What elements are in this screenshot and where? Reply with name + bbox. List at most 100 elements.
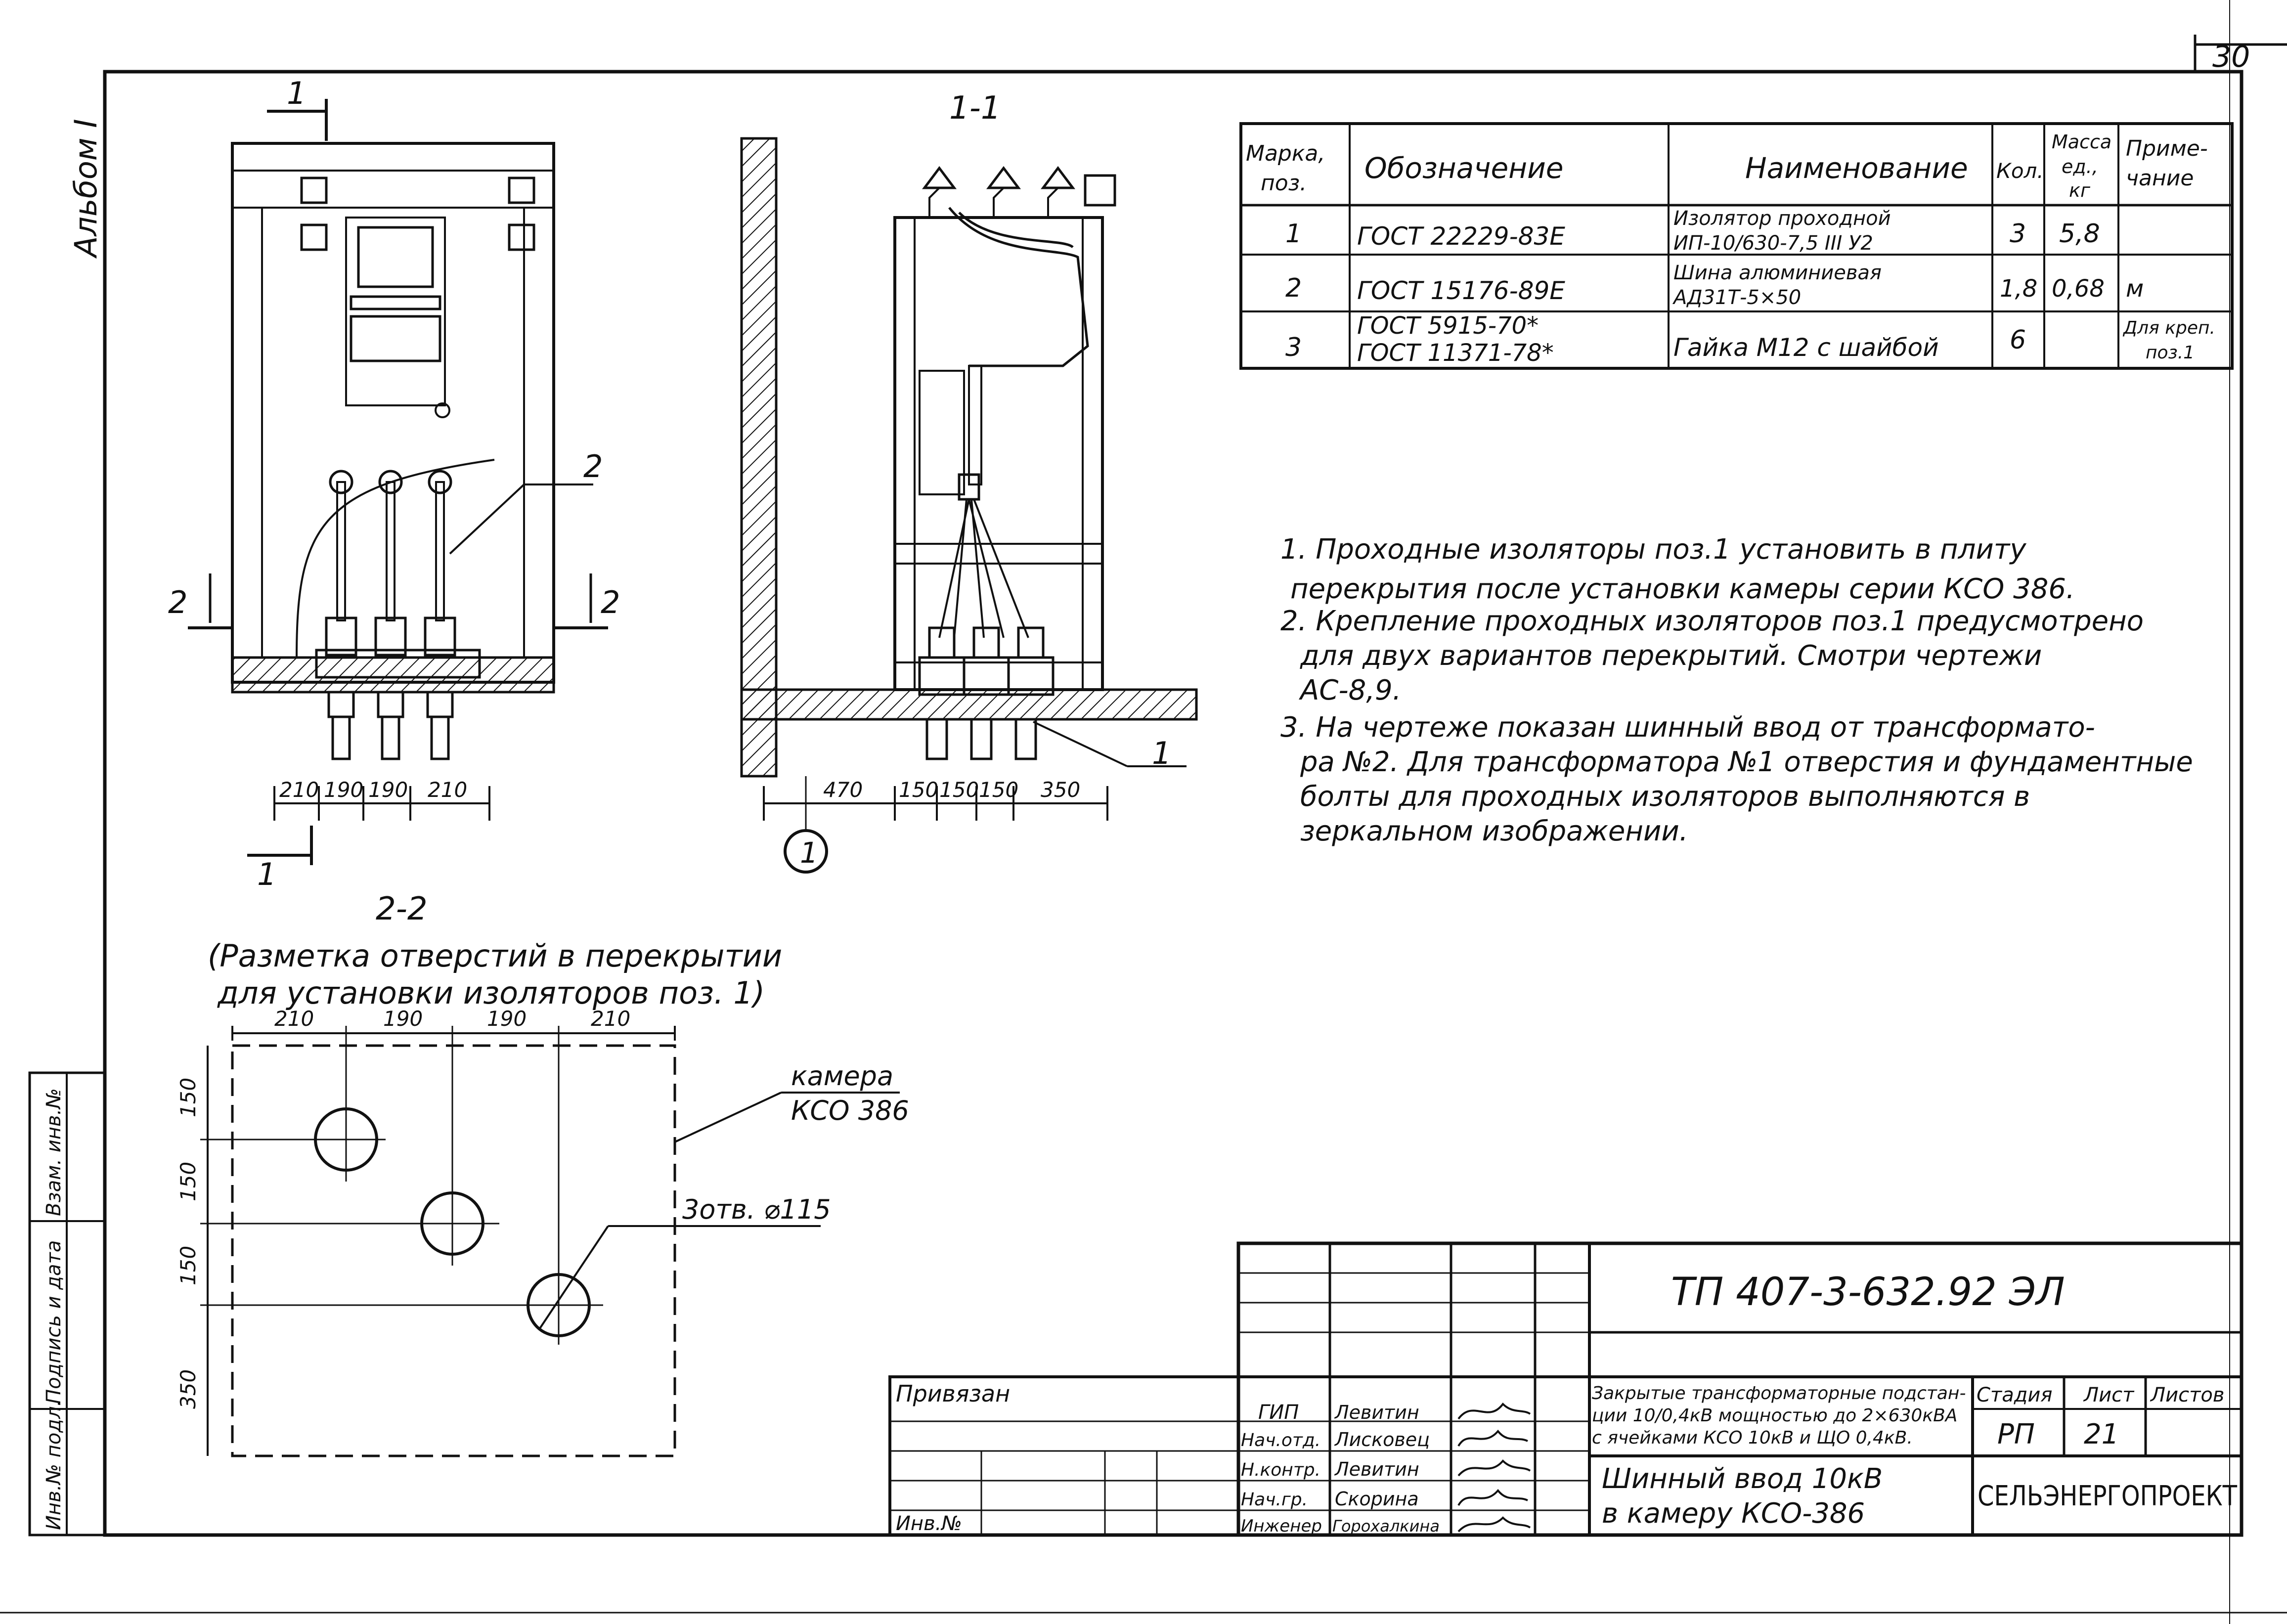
section-2-2-dim-top-2: 190: [383, 1007, 423, 1031]
spec-row2-name-1: Шина алюминиевая: [1673, 262, 1882, 284]
spec-row1-name-1: Изолятор проходной: [1673, 207, 1891, 230]
name-2: Лисковец: [1334, 1429, 1430, 1450]
privyazan-label: Привязан: [896, 1380, 1010, 1407]
title-block: [888, 1241, 2243, 1537]
spec-header-mass-1: Масса: [2052, 131, 2111, 153]
section-1-1-title: 1-1: [949, 90, 1001, 127]
section-2-2-dim-top-1: 210: [274, 1007, 314, 1031]
spec-row1-qty: 3: [2010, 219, 2026, 249]
role-4: Нач.гр.: [1241, 1490, 1308, 1510]
stage-value: РП: [1997, 1418, 2035, 1450]
front-dim-2: 190: [324, 778, 363, 802]
signatures: [1457, 1402, 1531, 1533]
inv-no-label: Инв.№: [896, 1512, 962, 1535]
sheets-header: Листов: [2150, 1384, 2224, 1406]
note-line-1: 1. Проходные изоляторы поз.1 установить …: [1280, 533, 2026, 566]
front-dim-4: 210: [428, 778, 467, 802]
note-line-7: ра №2. Для трансформатора №1 отверстия и…: [1300, 746, 2193, 778]
spec-row1-designation: ГОСТ 22229-83Е: [1357, 222, 1565, 251]
spec-header-pos-2: поз.: [1261, 171, 1307, 196]
hole-label: 3отв. ⌀115: [682, 1194, 831, 1225]
section-1-1-dim-1: 470: [823, 778, 863, 802]
section-1-1-dim-2: 150: [899, 778, 938, 802]
front-section-mark-left: 2: [168, 584, 187, 620]
section-2-2-dim-top-4: 210: [591, 1007, 630, 1031]
note-line-6: 3. На чертеже показан шинный ввод от тра…: [1280, 711, 2095, 744]
sheet-title-2: в камеру КСО-386: [1602, 1497, 1865, 1530]
spec-header-designation: Обозначение: [1364, 151, 1563, 185]
spec-row2-pos: 2: [1285, 273, 1302, 303]
role-3: Н.контр.: [1241, 1460, 1320, 1480]
section-2-2-dim-left-1: 150: [176, 1078, 200, 1117]
section-1-1-callout: 1: [1152, 735, 1171, 771]
front-section-mark-bottom: 1: [257, 856, 276, 892]
front-section-mark-top: 1: [287, 75, 306, 111]
side-stamp: [28, 1071, 106, 1536]
stage-header: Стадия: [1977, 1384, 2052, 1406]
spec-row3-qty: 6: [2010, 325, 2026, 355]
role-2: Нач.отд.: [1241, 1430, 1320, 1450]
note-line-9: зеркальном изображении.: [1300, 815, 1688, 847]
camera-label-2: КСО 386: [791, 1095, 909, 1126]
spec-header-note-2: чание: [2126, 166, 2194, 191]
album-label: Альбом I: [68, 119, 104, 259]
name-3: Левитин: [1334, 1458, 1419, 1480]
spec-row1-mass: 5,8: [2059, 219, 2100, 249]
spec-row2-designation: ГОСТ 15176-89Е: [1357, 276, 1565, 305]
section-1-1-dim-3: 150: [939, 778, 979, 802]
role-5: Инженер: [1241, 1516, 1322, 1536]
spec-row3-note-1: Для креп.: [2122, 318, 2215, 338]
spec-header-mass-3: кг: [2069, 179, 2091, 201]
spec-header-pos-1: Марка,: [1246, 141, 1325, 166]
spec-row1-name-2: ИП-10/630-7,5 III У2: [1673, 232, 1873, 255]
side-stamp-replace: Взам. инв.№: [43, 1088, 65, 1216]
sheet-title-1: Шинный ввод 10кВ: [1602, 1463, 1883, 1495]
section-1-1-view: [740, 137, 1198, 874]
section-2-2-subtitle-2: для установки изоляторов поз. 1): [217, 975, 765, 1011]
section-1-1-axis: 1: [800, 836, 818, 870]
note-line-5: АС-8,9.: [1299, 674, 1401, 706]
spec-row3-designation-1: ГОСТ 5915-70*: [1357, 312, 1539, 340]
doc-code: ТП 407-3-632.92 ЭЛ: [1671, 1270, 2065, 1315]
spec-header-name: Наименование: [1745, 151, 1968, 185]
spec-row3-designation-2: ГОСТ 11371-78*: [1357, 339, 1554, 367]
organization: СЕЛЬЭНЕРГОПРОЕКТ: [1978, 1480, 2238, 1512]
busbar-front: [315, 470, 481, 760]
front-view: [188, 99, 608, 865]
spec-row1-pos: 1: [1285, 219, 1302, 249]
camera-label-1: камера: [791, 1060, 893, 1092]
spec-row3-note-2: поз.1: [2146, 343, 2195, 363]
note-line-8: болты для проходных изоляторов выполняют…: [1300, 781, 2030, 813]
note-line-2: перекрытия после установки камеры серии …: [1290, 573, 2075, 605]
table-row: 1 ГОСТ 22229-83Е Изолятор проходной ИП-1…: [1285, 207, 2100, 255]
sheet-header: Лист: [2083, 1384, 2135, 1406]
section-2-2-dim-left-3: 150: [176, 1246, 200, 1285]
spec-row2-note: м: [2126, 275, 2144, 303]
spec-row2-qty: 1,8: [2000, 275, 2037, 303]
spec-row3-pos: 3: [1285, 333, 1302, 362]
section-2-2-subtitle-1: (Разметка отверстий в перекрытии: [208, 938, 782, 974]
side-stamp-inv: Инв.№ подл.: [43, 1400, 65, 1530]
table-row: 3 ГОСТ 5915-70* ГОСТ 11371-78* Гайка М12…: [1285, 312, 2215, 367]
role-1: ГИП: [1258, 1401, 1299, 1424]
section-2-2-view: [200, 1026, 900, 1457]
front-dim-3: 190: [368, 778, 408, 802]
name-5: Горохалкина: [1332, 1517, 1440, 1536]
spec-header-note-1: Приме-: [2126, 136, 2208, 161]
section-2-2-dim-left-2: 150: [176, 1162, 200, 1201]
front-callout-2: 2: [583, 448, 603, 484]
spec-table: [1239, 122, 2234, 370]
front-dim-1: 210: [279, 778, 319, 802]
spec-row3-name-1: Гайка М12 с шайбой: [1673, 333, 1939, 362]
front-section-mark-right: 2: [601, 584, 620, 620]
side-stamp-sign: Подпись и дата: [43, 1240, 65, 1404]
table-row: 2 ГОСТ 15176-89Е Шина алюминиевая АД31Т-…: [1285, 262, 2144, 309]
spec-row2-name-2: АД31Т-5×50: [1672, 286, 1801, 309]
project-line-1: Закрытые трансформаторные подстан-: [1592, 1383, 1966, 1404]
page-number: 30: [2212, 40, 2250, 74]
section-1-1-dim-4: 150: [979, 778, 1018, 802]
name-1: Левитин: [1334, 1402, 1419, 1423]
sheet-value: 21: [2084, 1418, 2119, 1450]
spec-header-mass-2: ед.,: [2062, 156, 2098, 177]
spec-header-qty: Кол.: [1996, 159, 2044, 183]
